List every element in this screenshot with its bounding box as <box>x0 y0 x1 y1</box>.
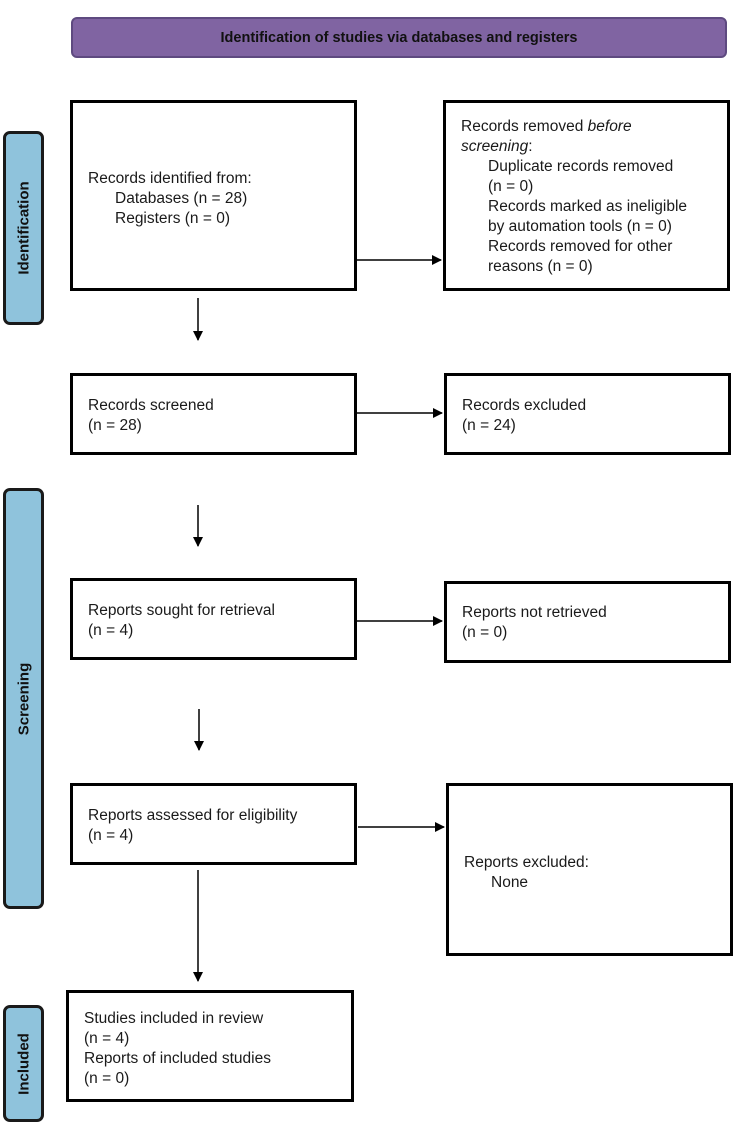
studies-included-label: Studies included in review <box>84 1010 264 1027</box>
reports-excluded-label: Reports excluded: <box>464 854 589 871</box>
studies-included-box: Studies included in review (n = 4) Repor… <box>66 990 354 1102</box>
records-excluded-label: Records excluded <box>462 397 587 414</box>
records-removed-screening: screening <box>461 138 529 155</box>
records-removed-title-line1: Records removed before <box>461 117 727 137</box>
records-screened-count: (n = 28) <box>88 417 142 434</box>
stage-screening: Screening <box>3 488 44 909</box>
reports-sought-count: (n = 4) <box>88 622 134 639</box>
reports-excluded-value: None <box>491 874 529 891</box>
databases-count: Databases (n = 28) <box>115 190 248 207</box>
records-removed-prefix: Records removed <box>461 118 588 135</box>
records-identified-title: Records identified from: <box>88 170 252 187</box>
reports-assessed-label: Reports assessed for eligibility <box>88 807 298 824</box>
reports-included-label: Reports of included studies <box>84 1050 271 1067</box>
records-screened-box: Records screened (n = 28) <box>70 373 357 455</box>
records-excluded-box: Records excluded (n = 24) <box>444 373 731 455</box>
stage-included: Included <box>3 1005 44 1122</box>
records-excluded-count: (n = 24) <box>462 417 516 434</box>
ineligible-records-count: by automation tools (n = 0) <box>488 218 672 235</box>
duplicate-records-count: (n = 0) <box>488 178 534 195</box>
records-identified-box: Records identified from: Databases (n = … <box>70 100 357 291</box>
other-removed-count: reasons (n = 0) <box>488 258 593 275</box>
reports-not-retrieved-box: Reports not retrieved (n = 0) <box>444 581 731 663</box>
section-header-title: Identification of studies via databases … <box>220 29 578 46</box>
reports-assessed-count: (n = 4) <box>88 827 134 844</box>
studies-included-count: (n = 4) <box>84 1030 130 1047</box>
reports-sought-label: Reports sought for retrieval <box>88 602 275 619</box>
reports-included-count: (n = 0) <box>84 1070 130 1087</box>
reports-excluded-box: Reports excluded: None <box>446 783 733 956</box>
records-removed-before: before <box>587 118 632 135</box>
records-removed-title-line2: screening: <box>461 137 727 157</box>
duplicate-records-label: Duplicate records removed <box>488 158 674 175</box>
reports-not-retrieved-label: Reports not retrieved <box>462 604 607 621</box>
records-removed-box: Records removed before screening: Duplic… <box>443 100 730 291</box>
stage-identification: Identification <box>3 131 44 325</box>
reports-sought-box: Reports sought for retrieval (n = 4) <box>70 578 357 660</box>
reports-not-retrieved-count: (n = 0) <box>462 624 508 641</box>
registers-count: Registers (n = 0) <box>115 210 231 227</box>
section-header: Identification of studies via databases … <box>71 17 727 58</box>
other-removed-label: Records removed for other <box>488 238 673 255</box>
reports-assessed-box: Reports assessed for eligibility (n = 4) <box>70 783 357 865</box>
records-removed-colon: : <box>528 138 533 155</box>
records-screened-label: Records screened <box>88 397 214 414</box>
ineligible-records-label: Records marked as ineligible <box>488 198 688 215</box>
